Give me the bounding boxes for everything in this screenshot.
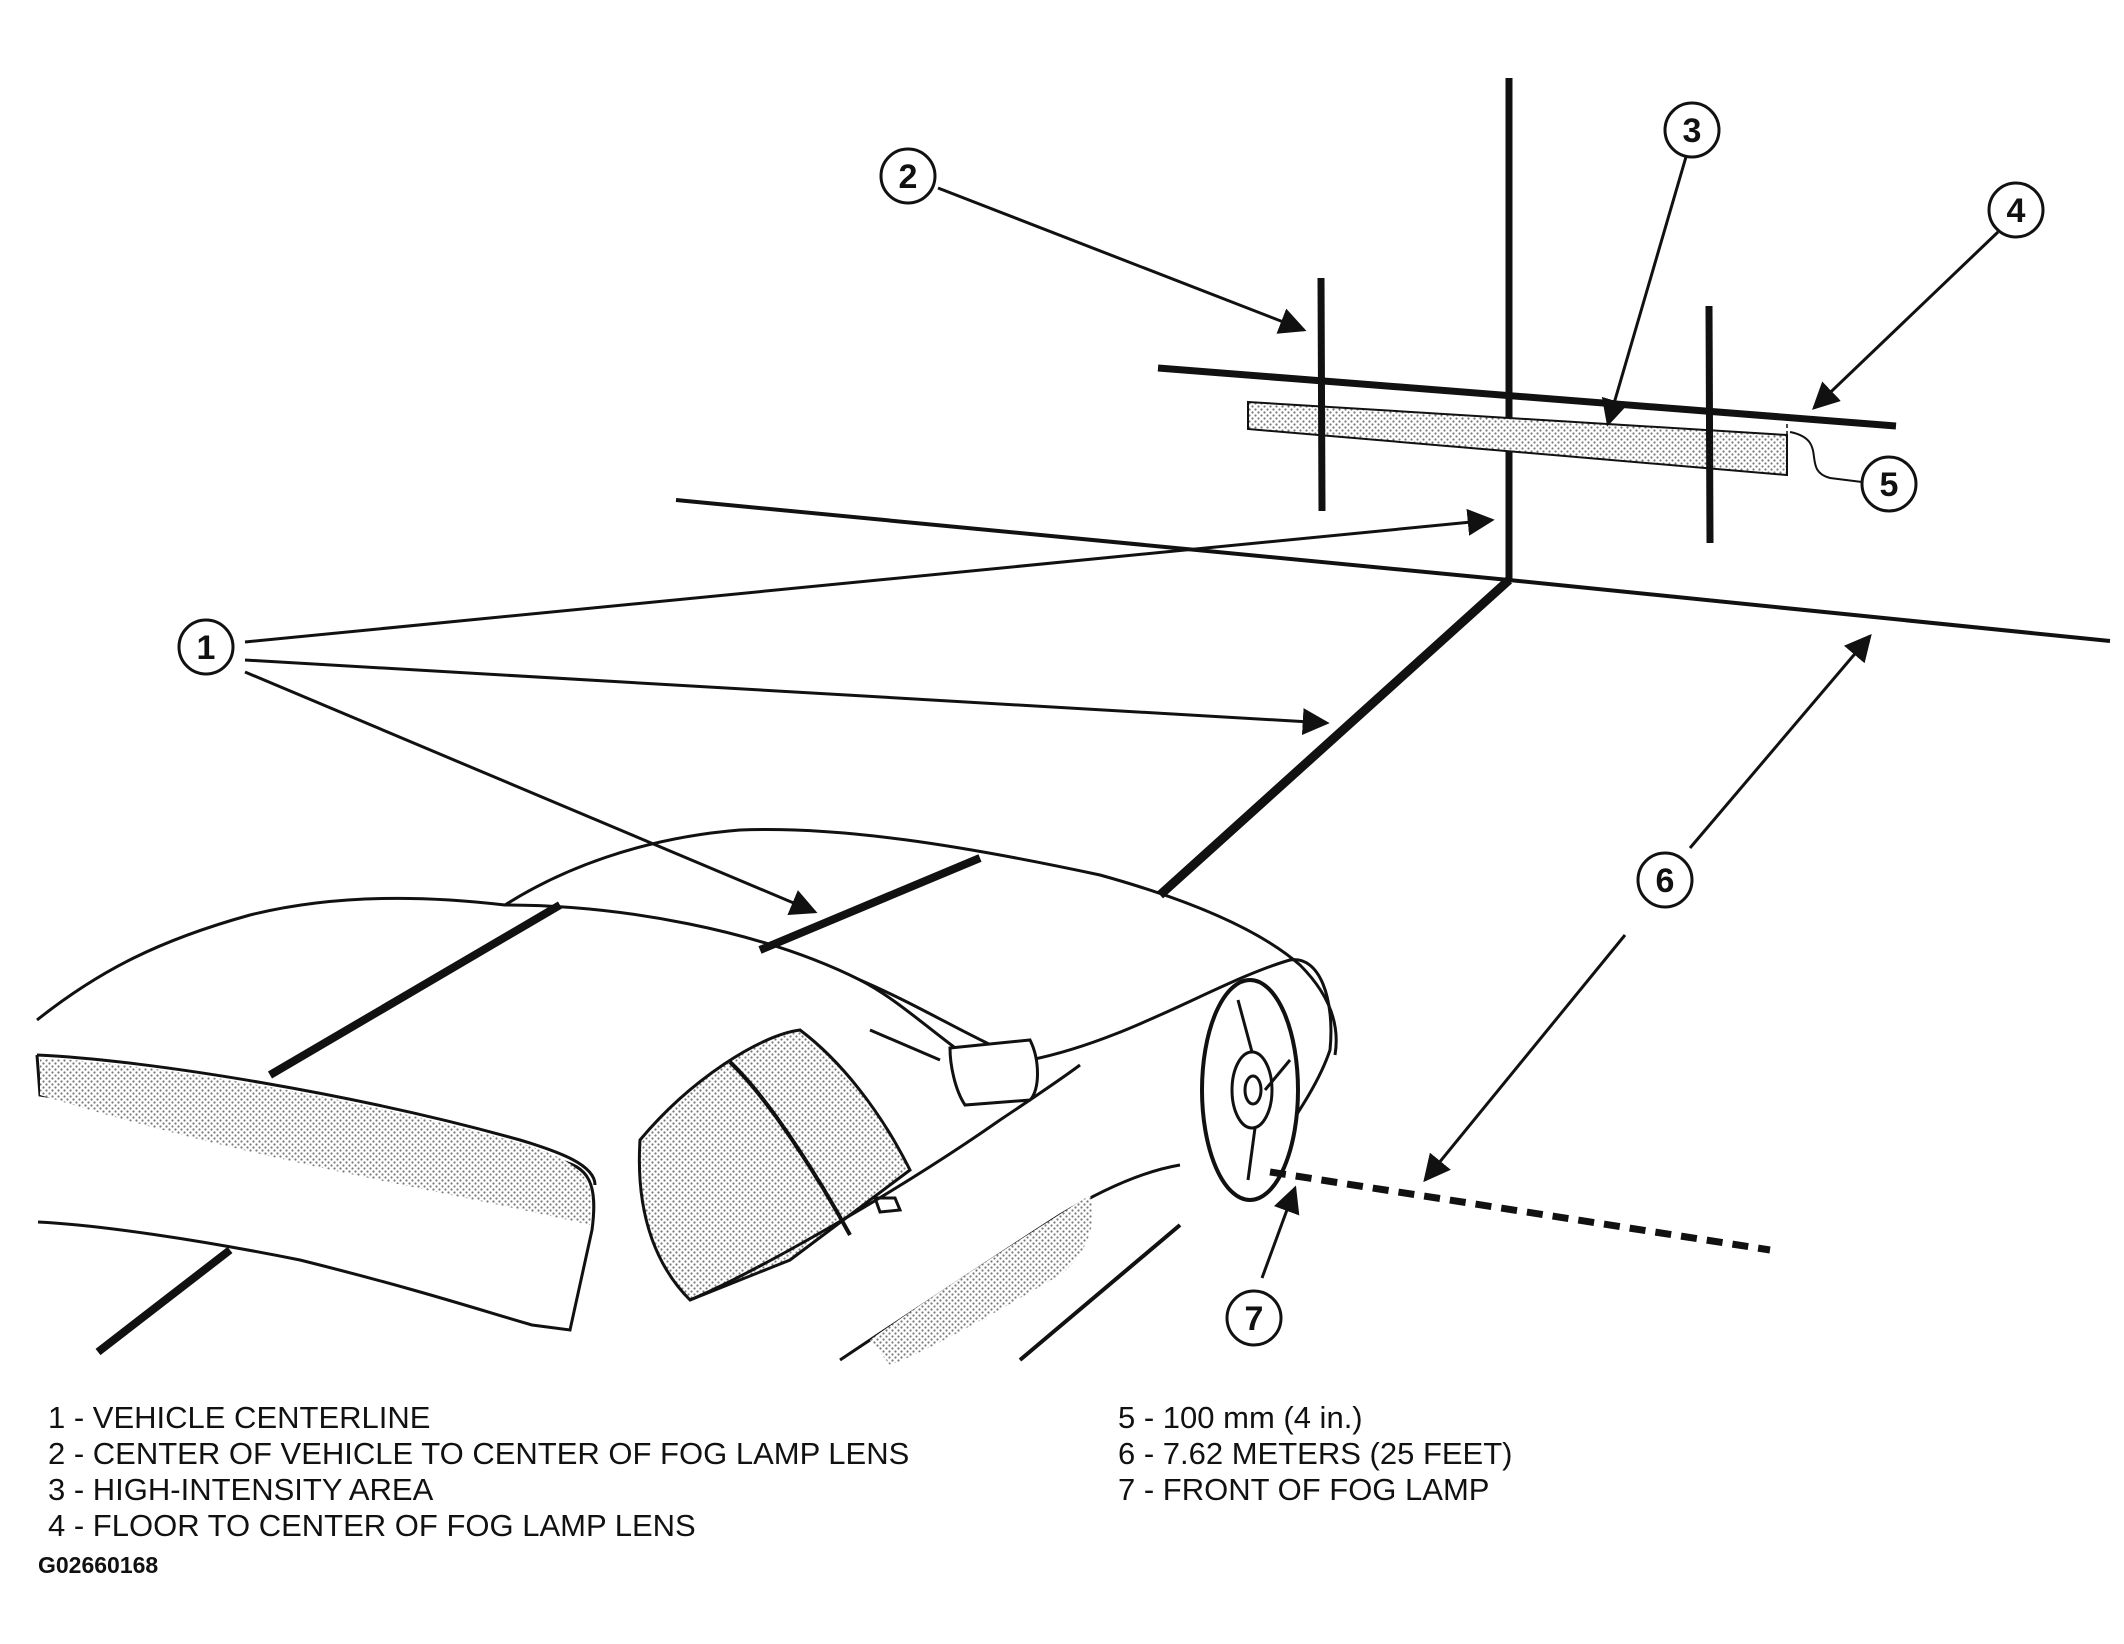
svg-text:1: 1 [197, 629, 216, 667]
leader-2 [937, 186, 1307, 334]
legend-right: 5 - 100 mm (4 in.) 6 - 7.62 METERS (25 F… [1118, 1400, 1513, 1508]
ground-line [1018, 1223, 1182, 1362]
spoiler-top [36, 1053, 597, 1186]
spoiler-shade [40, 1058, 592, 1225]
svg-text:4: 4 [2007, 192, 2026, 230]
legend-left: 1 - VEHICLE CENTERLINE 2 - CENTER OF VEH… [48, 1400, 909, 1544]
floor-wall-line-left [675, 498, 1510, 582]
door-handle [872, 1196, 903, 1214]
lamp-distance-dashed-line [1269, 1168, 1771, 1254]
callout-1: 1 [177, 618, 235, 676]
leader-7 [1260, 1185, 1300, 1279]
wall-floor [675, 78, 2111, 899]
svg-text:2: 2 [899, 158, 918, 196]
leader-1a [244, 508, 1495, 644]
floor-wall-line-right [1508, 578, 2111, 643]
callout-3: 3 [1663, 101, 1721, 159]
floor-centerline [1156, 576, 1513, 899]
leader-6a [1688, 633, 1872, 849]
mirror [948, 1038, 1039, 1107]
leader-6b [1423, 934, 1627, 1183]
vehicle [35, 827, 1338, 1365]
hood-edge [504, 903, 981, 1067]
legend-item-7: 7 - FRONT OF FOG LAMP [1118, 1472, 1490, 1507]
callout-6: 6 [1636, 851, 1694, 909]
svg-text:5: 5 [1880, 466, 1899, 504]
body-side-shade [870, 1195, 1093, 1365]
svg-text:3: 3 [1683, 112, 1702, 150]
right-lamp-vertical [1705, 305, 1714, 544]
callout-7: 7 [1225, 1289, 1283, 1347]
side-window [637, 1028, 912, 1302]
legend-item-4: 4 - FLOOR TO CENTER OF FOG LAMP LENS [48, 1508, 696, 1543]
callout-2: 2 [879, 147, 937, 205]
legend-item-6: 6 - 7.62 METERS (25 FEET) [1118, 1436, 1513, 1471]
stripe-centerline-roof [267, 901, 563, 1079]
leader-1c [244, 670, 818, 916]
front-wheel [1200, 978, 1300, 1202]
fog-lamp-aim-diagram: 1 2 3 4 5 6 7 [35, 78, 2111, 1365]
vehicle-roof-outline [36, 827, 1338, 1056]
window-pillar [728, 1060, 852, 1236]
centerline-rear [95, 1246, 233, 1356]
legend-item-5: 5 - 100 mm (4 in.) [1118, 1400, 1363, 1435]
stripe-centerline-hood [758, 854, 982, 954]
legend-item-2: 2 - CENTER OF VEHICLE TO CENTER OF FOG L… [48, 1436, 910, 1471]
svg-text:6: 6 [1656, 862, 1675, 900]
callout-4: 4 [1987, 181, 2045, 239]
horizontal-lamp-line [1157, 364, 1897, 430]
front-fender [1029, 958, 1333, 1141]
callouts: 1 2 3 4 5 6 7 [177, 101, 2045, 1347]
mirror-arm [869, 1028, 941, 1062]
legend-item-3: 3 - HIGH-INTENSITY AREA [48, 1472, 434, 1507]
callout-5: 5 [1860, 455, 1918, 513]
legend-item-1: 1 - VEHICLE CENTERLINE [48, 1400, 431, 1435]
svg-text:7: 7 [1245, 1300, 1264, 1338]
door-line [689, 1063, 1081, 1302]
leader-lines [244, 149, 2000, 1279]
leader-3 [1601, 149, 1690, 427]
left-lamp-vertical [1317, 277, 1326, 512]
leader-4 [1812, 230, 2000, 410]
figure-id: G02660168 [38, 1552, 159, 1578]
leader-1b [244, 658, 1330, 736]
wheel-center [1243, 1074, 1263, 1106]
leader-5 [1789, 431, 1863, 483]
